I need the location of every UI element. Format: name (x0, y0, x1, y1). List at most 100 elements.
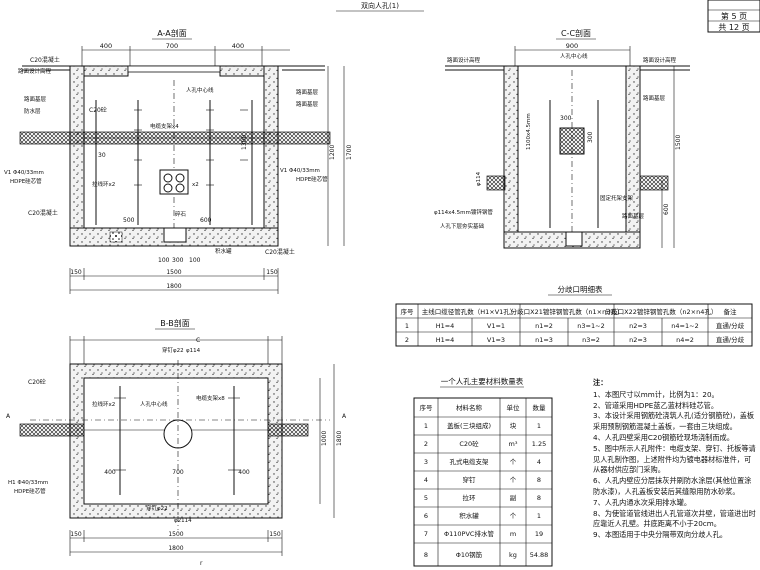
branch-header-1: 主线口缆径管孔数（H1×V1孔） (422, 307, 517, 316)
cc-dim-inner-3: 1100x4.5mm (526, 113, 532, 150)
aa-label-road-surface: 路面设计高程 (18, 67, 52, 75)
bb-label-pipe-left-2: HDPE硅芯管 (14, 487, 46, 495)
cc-label-pipe: φ114x4.5mm镀锌钢管 (434, 208, 493, 216)
aa-dim-base-2: 300 (172, 257, 184, 264)
mat-r5-c1: 拉环 (463, 493, 477, 502)
mat-r5-c0: 5 (424, 494, 428, 502)
cc-label-road-base: 路面基层 (622, 212, 645, 220)
aa-dim-inner-1: 500 (123, 217, 135, 224)
aa-dim-total: 1800 (166, 283, 181, 290)
branch-r2-c6: n4=2 (676, 336, 694, 344)
section-bb: B-B剖面 穿钉φ22 φ114 C C20砼 拉线环x2 人孔中心线 电缆支架… (6, 318, 347, 567)
aa-duct-bundle (159, 169, 189, 195)
bb-dim-top-2: 1500 (168, 531, 183, 538)
aa-label-pipe-left: V1 Φ40/33mm (4, 170, 44, 176)
aa-label-centerline: 人孔中心线 (186, 86, 214, 94)
aa-dim-top-3: 400 (232, 42, 244, 50)
aa-label-base-left: 路面基层 (24, 95, 47, 103)
mat-r8-c1: Φ10钢筋 (456, 550, 483, 559)
mat-r3-c2: 个 (510, 458, 517, 466)
note-item: 9、本图适用于中央分隔带双向分歧人孔。 (593, 530, 727, 540)
mat-r1-c0: 1 (424, 422, 428, 430)
cc-label-p114: φ114 (476, 171, 482, 186)
mat-r4-c1: 穿钉 (463, 475, 477, 484)
note-item: 5、图中所示人孔附件：电缆支架、穿钉、托板等请见人孔制作图，上述附件均为镀电器材… (593, 443, 756, 475)
branch-r2-c2: V1=3 (487, 336, 505, 344)
cc-label-road-surface-right: 路面设计高程 (643, 56, 677, 64)
mat-r2-c3: 1.25 (532, 440, 546, 448)
aa-dim-inner-4: 1300 (241, 135, 248, 150)
branch-r2-c1: H1=4 (436, 336, 455, 344)
note-item: 3、本设计采用钢筋砼浇筑人孔(适分钢筋砼)，盖板采用预制钢筋混凝土盖板，一套由三… (593, 411, 755, 432)
note-item: 1、本图尺寸以mm计，比例为1：20。 (593, 389, 719, 399)
mat-r4-c3: 8 (537, 476, 541, 484)
aa-dim-inner-2: 600 (200, 217, 212, 224)
mat-r5-c3: 8 (537, 494, 541, 502)
mat-r8-c0: 8 (424, 551, 428, 559)
aa-dim-bottom-3: 150 (266, 269, 278, 276)
bb-dim-right-2: 1800 (336, 431, 343, 446)
bb-dim-right-1: 1000 (321, 431, 328, 446)
aa-label-gravel: 碎石 (175, 210, 187, 218)
aa-dim-base-1: 100 (158, 257, 170, 264)
mat-row-8: 8 Φ10钢筋 kg 54.88 (424, 550, 548, 559)
aa-dim-bottom-1: 150 (70, 269, 82, 276)
mat-r2-c1: C20砼 (459, 439, 479, 448)
branch-r1-c3: n1=2 (535, 322, 553, 330)
bb-label-c20-top: C20砼 (28, 378, 46, 386)
branch-r1-c1: H1=4 (436, 322, 455, 330)
aa-label-waterproof: 防水层 (24, 107, 41, 115)
cc-dim-right-2: 600 (663, 203, 670, 215)
mat-r3-c3: 4 (537, 458, 541, 466)
branch-header-0: 序号 (401, 307, 415, 316)
mat-r1-c3: 1 (537, 422, 541, 430)
branch-r2-c7: 直通/分歧 (716, 335, 745, 344)
mat-row-2: 2 C20砼 m³ 1.25 (424, 439, 546, 448)
mat-row-7: 7 Φ110PVC排水管 m 19 (424, 529, 543, 538)
bb-dim-top-3: 150 (269, 531, 281, 538)
mat-r7-c0: 7 (424, 530, 428, 538)
mat-header-0: 序号 (420, 403, 434, 412)
mat-row-5: 5 拉环 副 8 (424, 493, 541, 502)
bb-marker-r: r (200, 560, 203, 567)
bb-label-duct-left: 穿钉φ22 (162, 346, 184, 354)
mat-r6-c1: 积水罐 (459, 511, 479, 520)
mat-row-6: 6 积水罐 个 1 (424, 511, 541, 520)
bb-dim-mid-2: 700 (172, 469, 184, 476)
cc-dim-inner-2: 300 (587, 131, 594, 143)
note-item: 2、管道采用HDPE蓝乙蓝材料硅芯管。 (593, 400, 719, 410)
cc-terminal-block (559, 127, 585, 155)
branch-table-title: 分歧口明细表 (558, 284, 603, 294)
bb-marker-a-left: A (6, 413, 11, 420)
mat-r7-c1: Φ110PVC排水管 (444, 529, 494, 538)
mat-r8-c3: 54.88 (530, 551, 549, 559)
branch-r2-c0: 2 (405, 336, 409, 344)
bb-marker-a-right: A (342, 413, 347, 420)
bb-label-pipe-left: H1 Φ40/33mm (8, 480, 48, 486)
bb-label-bottom-right: φ2114 (174, 518, 192, 524)
mat-r5-c2: 副 (510, 493, 517, 502)
aa-label-bracket: 电缆支架x4 (150, 122, 179, 130)
note-item: 8、为使管道管线进出人孔管道次井壁，管道进出时应靠近人孔壁。井底距离不小于20c… (593, 508, 756, 529)
branch-table: 分歧口明细表 序号 主线口缆径管孔数（H1×V1孔） 分歧口X21镀锌钢管孔数（… (395, 284, 753, 347)
aa-dim-right-1: 1200 (329, 145, 336, 160)
note-item: 4、人孔四壁采用C20钢筋砼现场浇制而成。 (593, 432, 734, 442)
mat-row-4: 4 穿钉 个 8 (424, 475, 541, 484)
bb-marker-c: C (196, 337, 200, 344)
cc-label-base-layer: 路面基层 (643, 94, 666, 102)
aa-label-sump: 积水罐 (215, 247, 232, 255)
mat-r3-c1: 孔式电缆支架 (450, 457, 490, 466)
aa-label-c20-inner: C20砼 (89, 106, 107, 114)
bb-dim-total: 1800 (168, 545, 183, 552)
section-aa-title: A-A剖面 (157, 28, 186, 38)
note-item: 7、人孔内通水次采用排水罐。 (593, 497, 692, 507)
aa-dim-top-2: 700 (166, 42, 178, 50)
material-table: 一个人孔主要材料数量表 序号 材料名称 单位 数量 1 盖板(三块组成) 块 1… (413, 376, 553, 567)
aa-dim-base-3: 100 (189, 257, 201, 264)
bb-dim-mid-3: 400 (238, 469, 250, 476)
branch-header-7: 备注 (724, 307, 738, 316)
mat-r7-c3: 19 (535, 530, 543, 538)
branch-r2-c4: n3=2 (582, 336, 600, 344)
